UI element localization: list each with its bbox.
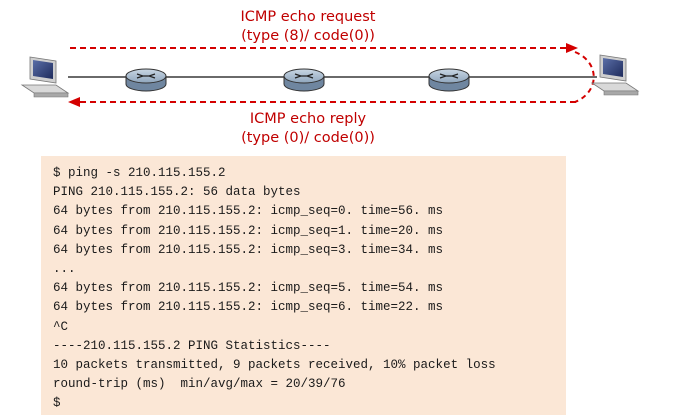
terminal-line: 64 bytes from 210.115.155.2: icmp_seq=3.… — [53, 242, 444, 257]
router-2-icon — [283, 68, 325, 92]
network-path-diagram — [20, 43, 640, 107]
terminal-line: 64 bytes from 210.115.155.2: icmp_seq=5.… — [53, 281, 444, 296]
turnaround-arc — [574, 51, 595, 103]
terminal-line: ----210.115.155.2 PING Statistics---- — [53, 338, 331, 353]
terminal-line: $ ping -s 210.115.155.2 — [53, 166, 226, 180]
source-host-icon — [20, 56, 70, 98]
terminal-line: 64 bytes from 210.115.155.2: icmp_seq=6.… — [53, 300, 444, 315]
echo-request-title: ICMP echo request — [240, 9, 376, 25]
terminal-line: $ — [53, 396, 61, 411]
echo-reply-label: ICMP echo reply (type (0)/ code(0)) — [218, 110, 398, 148]
echo-reply-title: ICMP echo reply — [249, 111, 367, 127]
echo-request-arrow — [70, 43, 578, 53]
terminal-line: ... — [53, 262, 76, 276]
echo-request-type-code: (type (8)/ code(0)) — [241, 28, 375, 44]
terminal-line: 64 bytes from 210.115.155.2: icmp_seq=0.… — [53, 204, 444, 219]
terminal-line: round-trip (ms) min/avg/max = 20/39/76 — [53, 377, 346, 392]
terminal-line: 64 bytes from 210.115.155.2: icmp_seq=1.… — [53, 223, 444, 238]
router-3-icon — [428, 68, 470, 92]
terminal-line: PING 210.115.155.2: 56 data bytes — [53, 185, 301, 200]
echo-request-label: ICMP echo request (type (8)/ code(0)) — [218, 8, 398, 46]
echo-reply-type-code: (type (0)/ code(0)) — [241, 130, 375, 146]
router-1-icon — [125, 68, 167, 92]
echo-reply-arrow — [68, 97, 578, 107]
terminal-line: ^C — [53, 319, 69, 334]
destination-host-icon — [590, 54, 640, 96]
terminal-line: 10 packets transmitted, 9 packets receiv… — [53, 358, 496, 372]
